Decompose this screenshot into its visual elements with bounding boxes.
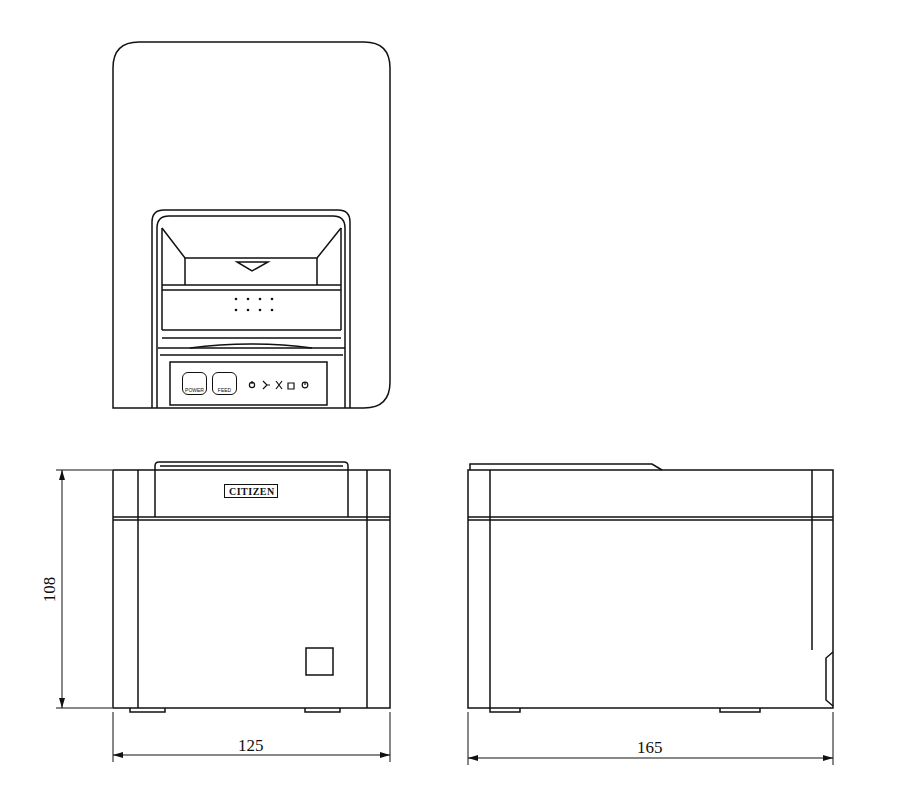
- feed-button: FEED: [212, 372, 237, 395]
- brand-badge: CITIZEN: [224, 484, 278, 498]
- depth-dimension: 165: [637, 739, 663, 756]
- height-dimension: 108: [41, 577, 58, 603]
- node-text: POWER: [183, 388, 206, 393]
- node-text: CITIZEN: [229, 487, 273, 497]
- power-button: POWER: [182, 372, 207, 395]
- node-text: FEED: [213, 388, 236, 393]
- width-dimension: 125: [238, 737, 264, 754]
